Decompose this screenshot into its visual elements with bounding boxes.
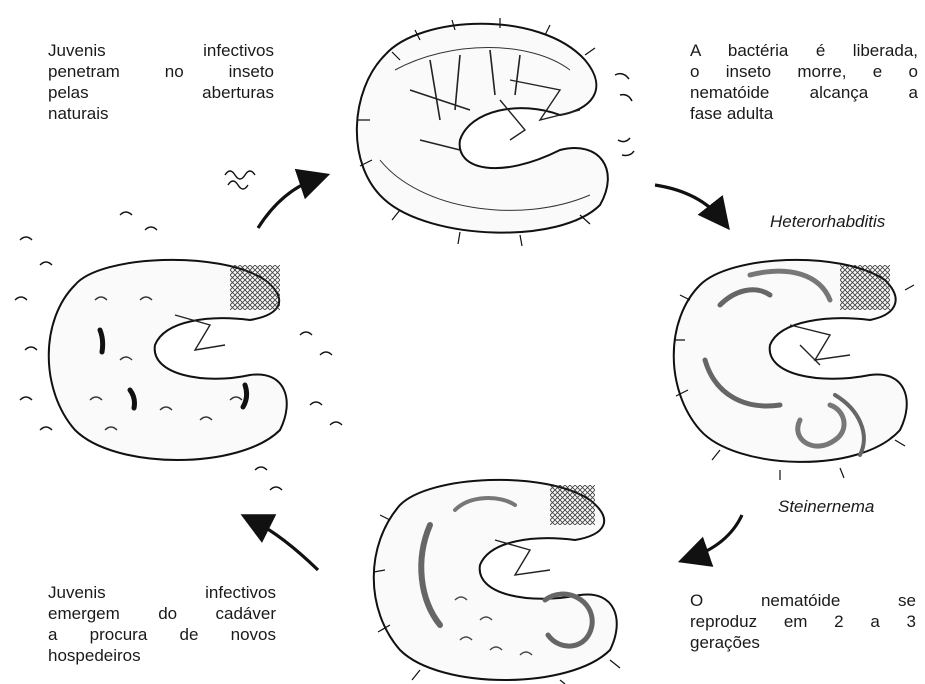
arrow-to-left	[252, 520, 318, 570]
larva-top	[225, 18, 634, 246]
caption-line: a procura de novos	[48, 624, 276, 645]
larva-bottom	[374, 480, 620, 684]
caption-reproduce: O nematóide se reproduz em 2 a 3 geraçõe…	[690, 590, 916, 653]
caption-line: nematóide alcança a	[690, 82, 918, 103]
caption-line: naturais	[48, 103, 274, 124]
caption-line: reproduz em 2 a 3	[690, 611, 916, 632]
label-steinernema: Steinernema	[778, 497, 874, 517]
caption-line: hospedeiros	[48, 645, 276, 666]
caption-penetrate: Juvenis infectivos penetram no inseto pe…	[48, 40, 274, 124]
caption-line: Juvenis infectivos	[48, 582, 276, 603]
caption-line: O nematóide se	[690, 590, 916, 611]
arrow-to-bottom-right	[690, 515, 742, 558]
larva-left	[15, 212, 342, 490]
caption-line: penetram no inseto	[48, 61, 274, 82]
caption-release: A bactéria é liberada, o inseto morre, e…	[690, 40, 918, 124]
caption-line: pelas aberturas	[48, 82, 274, 103]
caption-line: o inseto morre, e o	[690, 61, 918, 82]
caption-line: Juvenis infectivos	[48, 40, 274, 61]
caption-line: emergem do cadáver	[48, 603, 276, 624]
arrow-to-right	[655, 185, 722, 220]
caption-line: fase adulta	[690, 103, 918, 124]
larva-right	[674, 260, 914, 480]
caption-line: gerações	[690, 632, 916, 653]
arrow-to-top	[258, 178, 318, 228]
label-heterorhabditis: Heterorhabditis	[770, 212, 885, 232]
caption-line: A bactéria é liberada,	[690, 40, 918, 61]
caption-emerge: Juvenis infectivos emergem do cadáver a …	[48, 582, 276, 666]
